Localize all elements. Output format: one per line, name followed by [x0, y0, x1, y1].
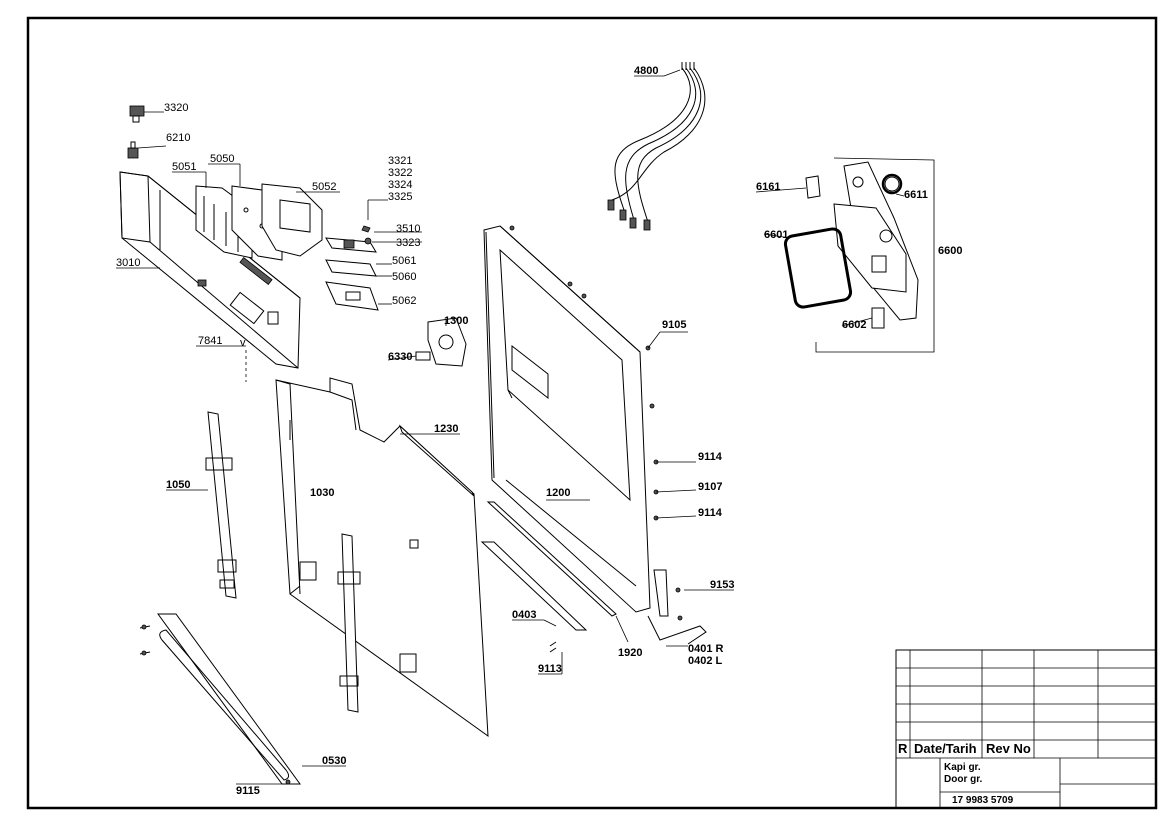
clips-9113 — [549, 641, 557, 653]
callout-3322: 3322 — [388, 167, 412, 179]
knob-3320 — [129, 105, 145, 123]
callout-5052: 5052 — [312, 181, 336, 193]
washer-3323 — [364, 237, 372, 245]
button-bar-5061 — [325, 237, 377, 253]
callout-3323: 3323 — [396, 237, 420, 249]
seal-strip-0403 — [480, 541, 588, 631]
handle-0530 — [139, 613, 301, 785]
actuator-6602 — [871, 307, 885, 329]
electronic-module-5052 — [261, 183, 323, 257]
callout-7841-v: v — [240, 337, 246, 349]
callout-9107: 9107 — [698, 481, 722, 493]
hinge-bracket-0401 — [647, 569, 707, 645]
button-bar-5060 — [325, 259, 377, 277]
callout-0402l: 0402 L — [688, 655, 723, 667]
callout-9113: 9113 — [538, 663, 562, 675]
callout-9114-a: 9114 — [698, 451, 723, 463]
callout-5060: 5060 — [392, 271, 416, 283]
callout-0530: 0530 — [322, 755, 346, 767]
callout-9105: 9105 — [662, 319, 686, 331]
callout-1200: 1200 — [546, 487, 570, 499]
title-block-name-en: Door gr. — [944, 774, 983, 785]
dispenser-6600 — [833, 161, 919, 321]
callout-0401r: 0401 R — [688, 643, 724, 655]
title-block-name-tr: Kapi gr. — [944, 762, 981, 773]
callout-3010: 3010 — [116, 257, 140, 269]
callout-6210: 6210 — [166, 132, 190, 144]
title-block: R Date/Tarih Rev No Kapi gr. Door gr. 17… — [895, 649, 1157, 809]
callout-1030: 1030 — [310, 487, 334, 499]
hinge-1050 — [205, 411, 237, 599]
callout-6602: 6602 — [842, 319, 866, 331]
callout-5061: 5061 — [392, 255, 416, 267]
callout-3510: 3510 — [396, 223, 420, 235]
title-block-number: 17 9983 5709 — [952, 795, 1014, 806]
title-block-rev-label: Rev No — [986, 741, 1031, 756]
title-block-date-label: Date/Tarih — [914, 741, 977, 756]
callout-7841: 7841 — [198, 335, 222, 347]
spring-3510 — [361, 225, 371, 233]
dispenser-bracket — [815, 157, 935, 353]
hinge-rail-inner — [337, 533, 361, 713]
clip-6330 — [415, 351, 431, 361]
button-bar-5062 — [325, 281, 379, 311]
control-panel-3010 — [119, 171, 301, 369]
callout-9114-b: 9114 — [698, 507, 723, 519]
title-block-rev-marker: R — [898, 741, 908, 756]
callout-5062: 5062 — [392, 295, 416, 307]
callout-5050: 5050 — [210, 153, 234, 165]
callout-6330: 6330 — [388, 351, 412, 363]
callout-1300: 1300 — [444, 315, 468, 327]
callout-4800: 4800 — [634, 65, 658, 77]
callout-6600: 6600 — [938, 245, 962, 257]
callout-9153: 9153 — [710, 579, 734, 591]
callout-3321: 3321 — [388, 155, 412, 167]
callout-6611: 6611 — [904, 189, 928, 201]
callout-5051: 5051 — [172, 161, 196, 173]
cable-harness-4800 — [607, 62, 706, 231]
callout-6161: 6161 — [756, 181, 780, 193]
drawing-border — [26, 16, 1158, 810]
callout-3324: 3324 — [388, 179, 412, 191]
outer-door-1200 — [483, 225, 651, 613]
callout-3320: 3320 — [164, 102, 188, 114]
callout-labels: 3320 6210 5050 5051 5052 3321 3322 3324 … — [116, 65, 962, 797]
strip-1230 — [398, 424, 475, 497]
callout-1920: 1920 — [618, 647, 642, 659]
motor-1300 — [427, 317, 467, 367]
inner-door-1030 — [275, 377, 489, 738]
callout-1230: 1230 — [434, 423, 458, 435]
clip-6161 — [805, 175, 821, 199]
callout-6601: 6601 — [764, 229, 788, 241]
gasket-6601 — [783, 227, 853, 309]
callout-0403: 0403 — [512, 609, 536, 621]
callout-9115: 9115 — [236, 785, 260, 797]
callout-3325: 3325 — [388, 191, 412, 203]
ring-6611 — [881, 173, 903, 195]
callout-1050: 1050 — [166, 479, 190, 491]
knob-6210 — [127, 141, 139, 159]
leaders — [116, 69, 905, 785]
seal-strip-1920 — [486, 501, 617, 617]
